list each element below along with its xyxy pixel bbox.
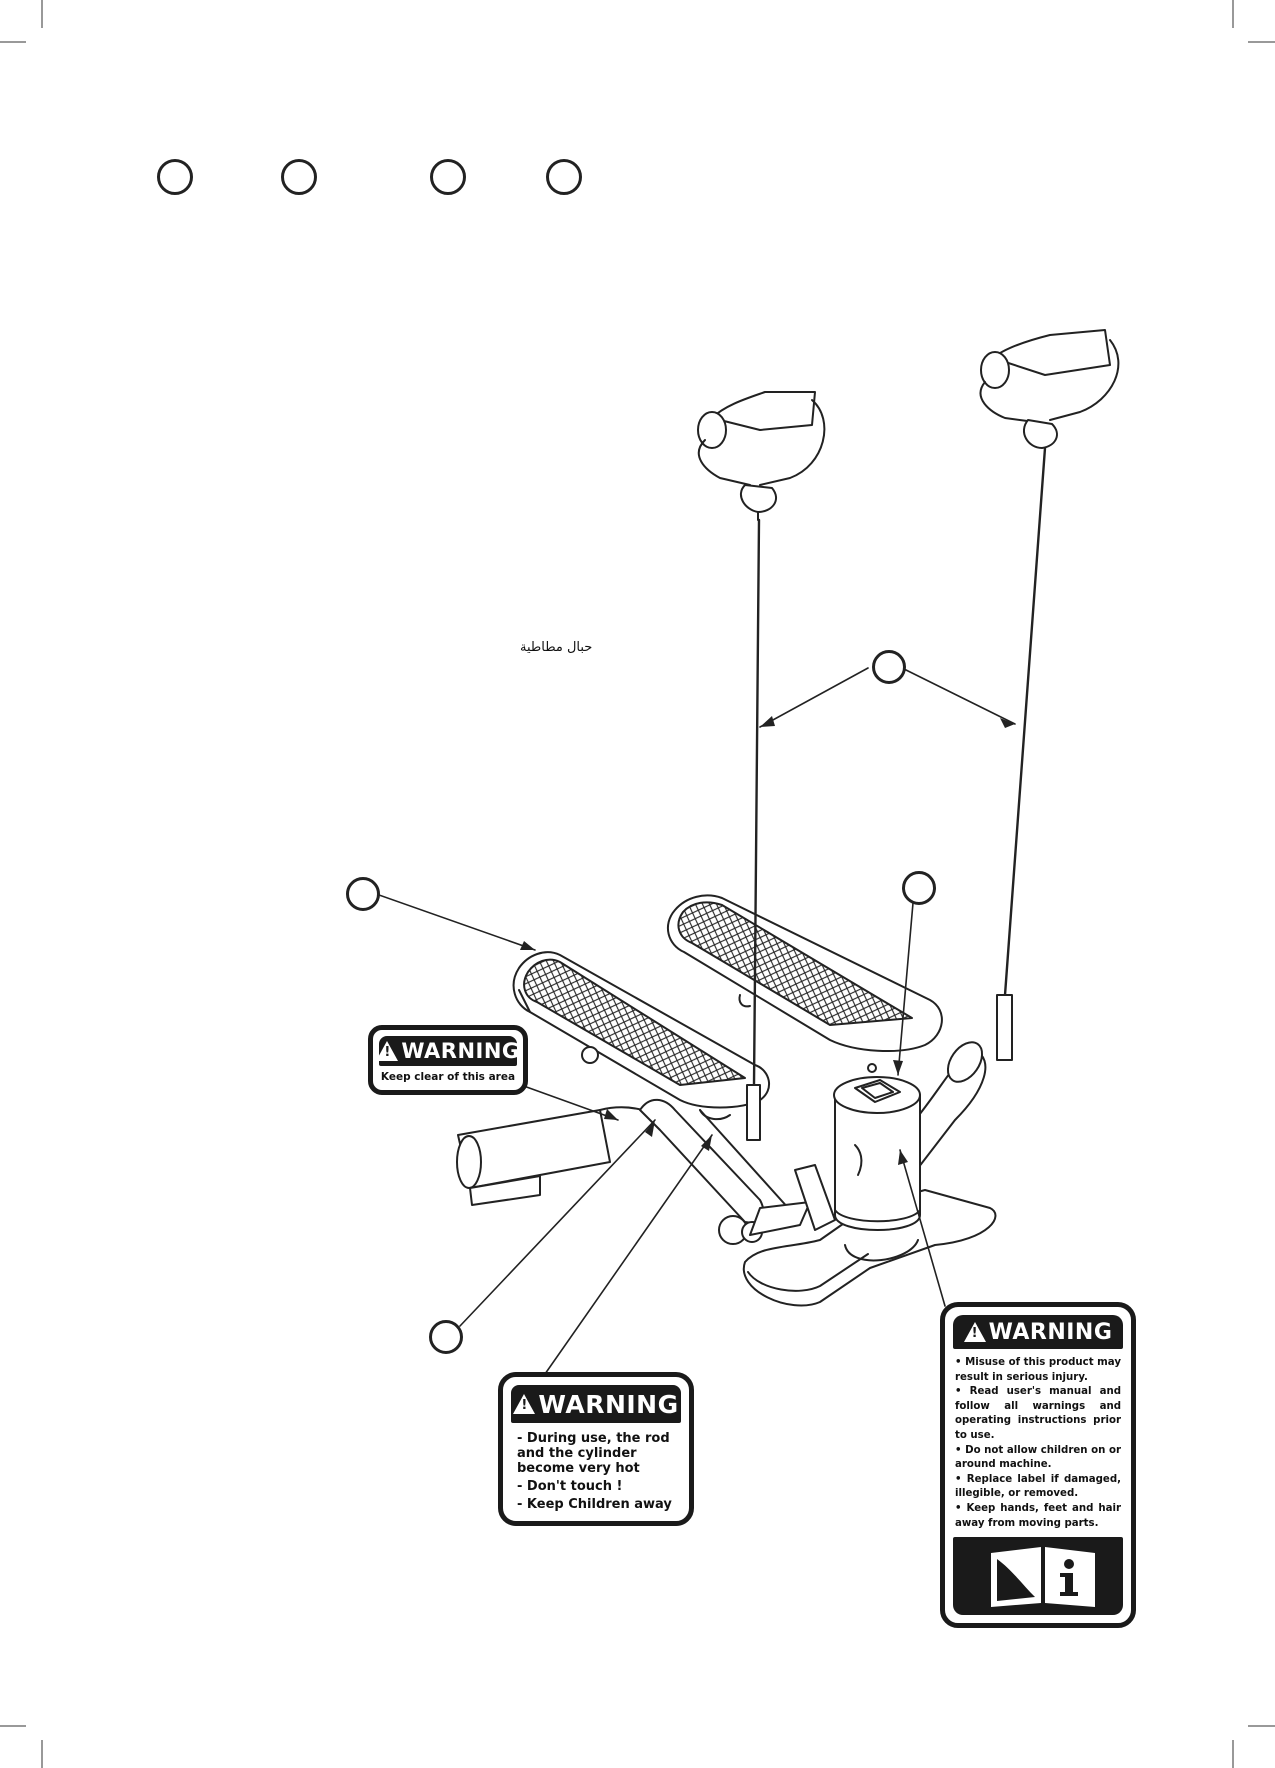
warning-label-hot-parts: ! WARNING - During use, the rod and the … [498, 1372, 694, 1526]
right-resistance-band [979, 329, 1120, 1061]
warning-title: WARNING [401, 1039, 520, 1063]
warning-label-keep-clear: ! WARNING Keep clear of this area [368, 1025, 528, 1095]
warning-line: • Misuse of this product may result in s… [955, 1357, 1121, 1383]
stepper-base [742, 1189, 997, 1307]
warning-line: • Do not allow children on or around mac… [955, 1444, 1121, 1471]
warning-header: ! WARNING [511, 1385, 681, 1423]
warning-line: • Keep hands, feet and hair away from mo… [955, 1502, 1121, 1529]
warning-line: • Replace label if damaged, illegible, o… [955, 1473, 1121, 1500]
label-resistance-bands-arabic: حبال مطاطية [520, 640, 593, 655]
warning-label-general-safety: ! WARNING • Misuse of this product may r… [940, 1302, 1136, 1628]
callout-circle-2 [281, 159, 317, 195]
warning-triangle-icon: ! [513, 1394, 536, 1414]
warning-header: ! WARNING [953, 1315, 1123, 1349]
warning-title: WARNING [988, 1319, 1113, 1345]
left-hydraulic-cylinder [456, 1106, 701, 1206]
read-manual-icon [953, 1537, 1123, 1615]
warning-line: • Read user's manual and follow all warn… [955, 1386, 1121, 1441]
callout-pedal [346, 877, 380, 911]
warning-triangle-icon: ! [376, 1041, 399, 1061]
callout-resistance-bands [872, 650, 906, 684]
warning-line: - Don't touch ! [517, 1479, 623, 1494]
stepper-arms [639, 1098, 836, 1245]
center-column [833, 1063, 921, 1231]
warning-header: ! WARNING [376, 1036, 520, 1066]
warning-line: - Keep Children away [517, 1497, 672, 1512]
callout-circle-3 [430, 159, 466, 195]
left-resistance-band [697, 391, 826, 1141]
leader-lines [378, 667, 1016, 1375]
warning-subtitle: Keep clear of this area [380, 1071, 516, 1083]
left-pedal [512, 951, 770, 1121]
warning-lines: • Misuse of this product may result in s… [945, 1349, 1131, 1529]
arrowheads [520, 716, 1015, 1165]
callout-circle-1 [157, 159, 193, 195]
warning-line: - During use, the rod and the cylinder b… [517, 1431, 670, 1476]
right-pedal [666, 894, 943, 1053]
warning-triangle-icon: ! [963, 1322, 986, 1342]
callout-circle-4 [546, 159, 582, 195]
warning-title: WARNING [538, 1389, 679, 1419]
callout-cylinder [429, 1320, 463, 1354]
warning-lines: - During use, the rod and the cylinder b… [503, 1423, 689, 1512]
callout-display [902, 871, 936, 905]
